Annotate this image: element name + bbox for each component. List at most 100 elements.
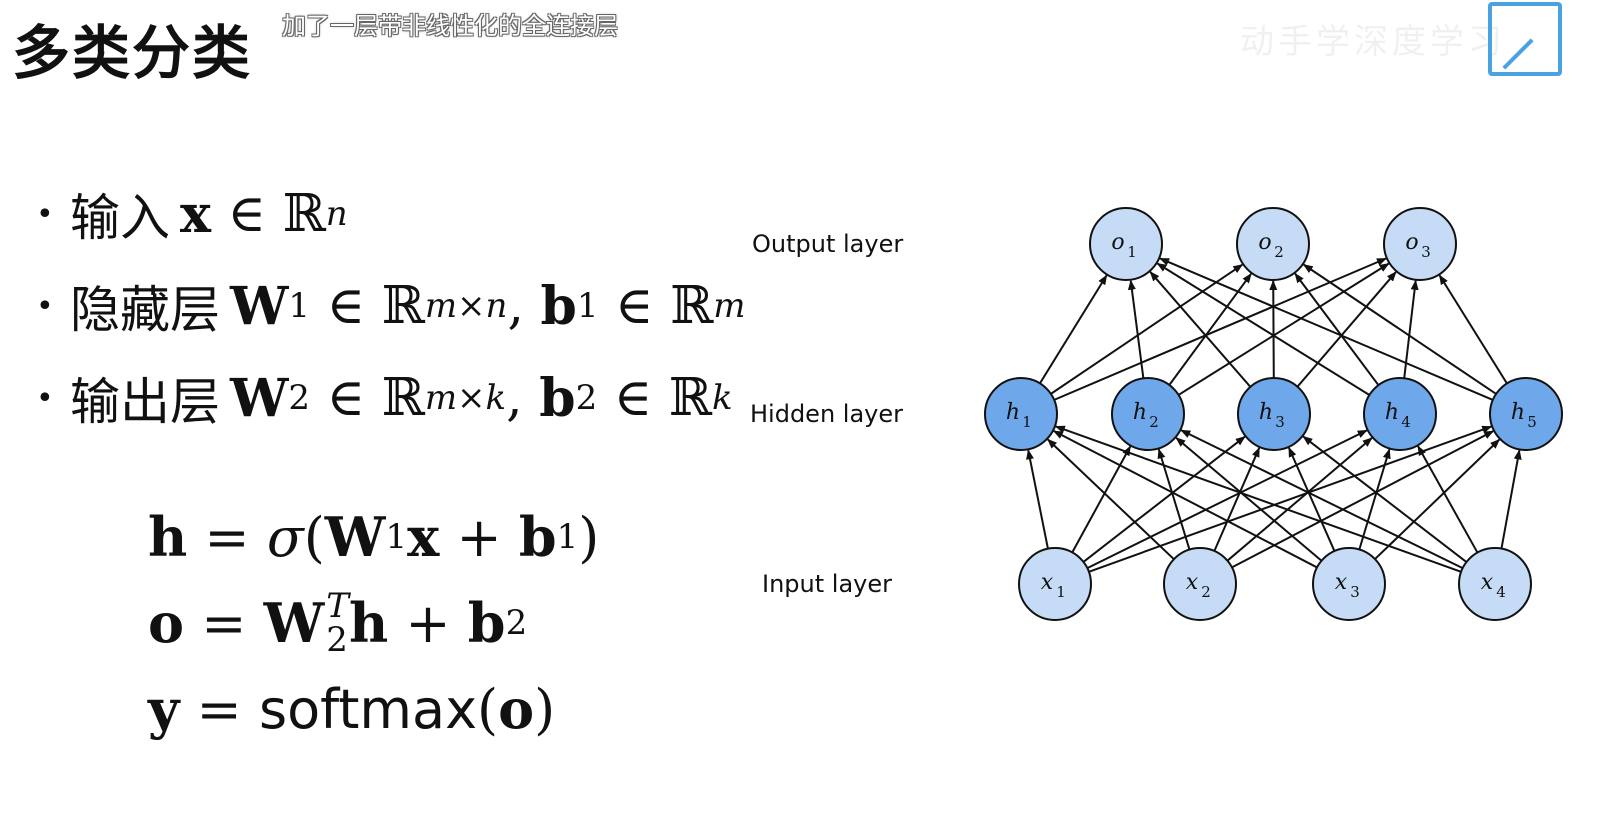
math-var: b bbox=[539, 367, 576, 429]
input-node-1-symbol: x bbox=[1041, 570, 1054, 595]
math-exp: m bbox=[713, 286, 746, 326]
edge-x1-h1 bbox=[1026, 449, 1049, 549]
output-node-2-symbol: o bbox=[1258, 230, 1271, 255]
math-sub: 1 bbox=[576, 286, 599, 326]
edge-h5-o2 bbox=[1302, 263, 1497, 395]
hidden-node-1-symbol: h bbox=[1006, 400, 1020, 425]
math-exp: m×k bbox=[424, 378, 507, 418]
bullet-label: 输入 bbox=[70, 189, 170, 247]
input-node-2-symbol: x bbox=[1186, 570, 1199, 595]
edge-h5-o3 bbox=[1438, 274, 1508, 384]
edge-x4-h3 bbox=[1302, 435, 1468, 563]
math-set: ℝ bbox=[282, 184, 326, 244]
edge-x4-h2 bbox=[1180, 429, 1464, 570]
math-exp: n bbox=[325, 194, 348, 234]
output-node-3-symbol: o bbox=[1405, 230, 1418, 255]
bilibili-logo-icon bbox=[1488, 2, 1562, 76]
edge-x2-h5 bbox=[1231, 430, 1495, 569]
edge-h2-o3 bbox=[1177, 262, 1390, 396]
output-node-1-symbol: o bbox=[1111, 230, 1124, 255]
edge-h4-o1 bbox=[1156, 262, 1370, 396]
input-node-3-symbol: x bbox=[1335, 570, 1348, 595]
input-node-2-subscript: 2 bbox=[1201, 583, 1211, 601]
math-var: W bbox=[230, 367, 289, 429]
hidden-layer-label: Hidden layer bbox=[750, 400, 903, 428]
edge-x2-h3 bbox=[1213, 447, 1261, 552]
edge-x2-h4 bbox=[1226, 437, 1373, 562]
hidden-node-5-subscript: 5 bbox=[1527, 413, 1537, 431]
input-node-3-subscript: 3 bbox=[1350, 583, 1360, 601]
edge-x3-h5 bbox=[1374, 438, 1501, 560]
edge-h4-o2 bbox=[1294, 272, 1380, 386]
output-layer-label: Output layer bbox=[752, 230, 904, 258]
hidden-node-4-symbol: h bbox=[1385, 400, 1399, 425]
math-var: W bbox=[230, 275, 289, 337]
hidden-node-3-subscript: 3 bbox=[1275, 413, 1285, 431]
edge-h1-o1 bbox=[1039, 274, 1108, 384]
hidden-node-2-subscript: 2 bbox=[1149, 413, 1159, 431]
output-node-1-subscript: 1 bbox=[1127, 243, 1137, 261]
edge-h3-o1 bbox=[1149, 271, 1252, 388]
edge-x1-h2 bbox=[1071, 445, 1132, 553]
math-var: x bbox=[180, 183, 212, 245]
math-exp: m×n bbox=[424, 286, 508, 326]
output-node-2-subscript: 2 bbox=[1274, 243, 1284, 261]
hidden-node-4-subscript: 4 bbox=[1401, 413, 1411, 431]
edge-h2-o1 bbox=[1127, 279, 1145, 379]
edge-x1-h3 bbox=[1082, 435, 1246, 563]
edge-x3-h4 bbox=[1358, 448, 1391, 550]
input-node-4-subscript: 4 bbox=[1496, 583, 1506, 601]
math-sub: 2 bbox=[575, 378, 598, 418]
bullet-label: 输出层 bbox=[70, 373, 220, 431]
bullet-dot-icon: • bbox=[36, 288, 54, 324]
bullet-dot-icon: • bbox=[36, 196, 54, 232]
equation-softmax: y = softmax(o) bbox=[148, 677, 556, 741]
hidden-node-5-symbol: h bbox=[1511, 400, 1525, 425]
edge-h3-o3 bbox=[1296, 271, 1397, 388]
output-node-3-subscript: 3 bbox=[1421, 243, 1431, 261]
subtitle-caption: 加了一层带非线性化的全连接层 bbox=[282, 12, 618, 40]
edge-x2-h1 bbox=[1047, 438, 1175, 560]
edge-x4-h1 bbox=[1054, 425, 1462, 573]
math-sub: 1 bbox=[288, 286, 311, 326]
watermark: 动手学深度学习 bbox=[1240, 22, 1506, 62]
edge-x4-h5 bbox=[1500, 449, 1522, 549]
math-var: b bbox=[540, 275, 577, 337]
hidden-node-1-subscript: 1 bbox=[1022, 413, 1032, 431]
hidden-node-2-symbol: h bbox=[1133, 400, 1147, 425]
edge-x3-h1 bbox=[1052, 430, 1318, 569]
edge-x1-h4 bbox=[1086, 429, 1368, 569]
edge-h2-o2 bbox=[1168, 273, 1252, 386]
edge-h3-o2 bbox=[1269, 279, 1278, 379]
edge-x3-h2 bbox=[1175, 437, 1323, 562]
edge-x4-h4 bbox=[1417, 445, 1479, 554]
slide-title: 多类分类 bbox=[12, 19, 253, 87]
input-layer-label: Input layer bbox=[762, 570, 892, 598]
bullet-label: 隐藏层 bbox=[70, 281, 220, 339]
bullet-dot-icon: • bbox=[36, 380, 54, 416]
edge-h5-o1 bbox=[1159, 257, 1494, 401]
edge-h1-o2 bbox=[1050, 263, 1244, 395]
edge-x3-h3 bbox=[1288, 446, 1336, 552]
math-exp: k bbox=[711, 378, 733, 418]
input-node-4-symbol: x bbox=[1481, 570, 1494, 595]
